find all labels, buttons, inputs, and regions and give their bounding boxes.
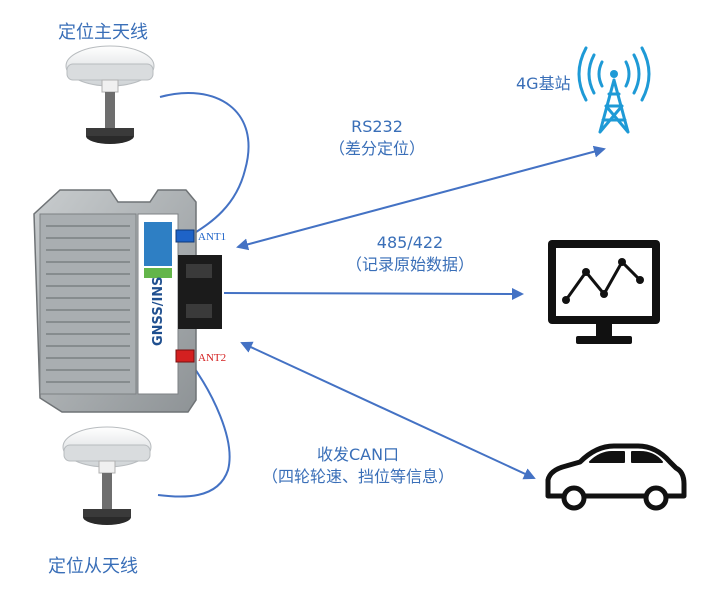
device-side-text: GNSS/INS (151, 276, 166, 346)
cell-tower-icon (577, 46, 651, 134)
can-label-line1: 收发CAN口 (316, 445, 400, 464)
ant1-port (175, 229, 195, 243)
can-label: 收发CAN口 （四轮轮速、挡位等信息） (228, 444, 488, 488)
ant1-port-label: ANT1 (198, 231, 227, 243)
secondary-antenna-cable (157, 361, 231, 498)
car-icon (545, 443, 687, 511)
can-arrow (240, 341, 536, 480)
rs232-label-line2: （差分定位） (328, 139, 425, 158)
can-label-line2: （四轮轮速、挡位等信息） (261, 467, 454, 486)
secondary-antenna-label: 定位从天线 (48, 556, 138, 577)
ant2-port-label: ANT2 (198, 352, 227, 364)
rs232-arrow (236, 145, 606, 251)
antenna-secondary-icon (62, 426, 152, 525)
base-station-label: 4G基站 (516, 74, 571, 93)
rs485-arrow (223, 287, 524, 300)
gnss-ins-device-icon: GNSS/INS (33, 189, 222, 413)
rs485-label-line1: 485/422 (376, 233, 444, 252)
antenna-main-icon (65, 45, 155, 144)
main-antenna-label: 定位主天线 (58, 22, 148, 43)
ant2-port (175, 349, 195, 363)
rs485-label-line2: （记录原始数据） (345, 255, 474, 274)
monitor-chart-icon (548, 240, 660, 344)
rs232-label-line1: RS232 (351, 117, 403, 136)
rs232-label: RS232 （差分定位） (302, 116, 452, 160)
rs485-label: 485/422 （记录原始数据） (320, 232, 500, 276)
